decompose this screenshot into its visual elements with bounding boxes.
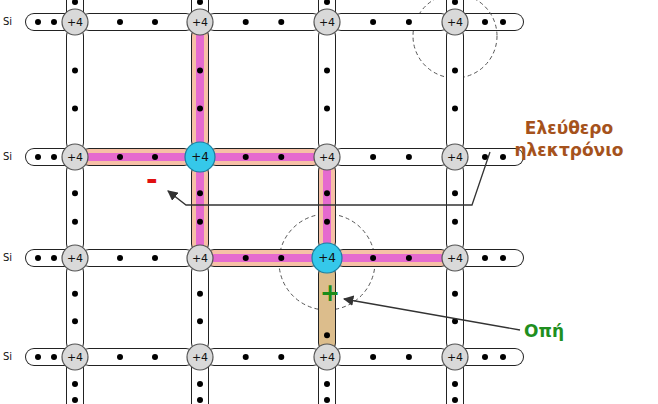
- silicon-atom: +4: [441, 244, 469, 272]
- atom-outline: [314, 9, 340, 35]
- silicon-atom: +4: [61, 8, 89, 36]
- atom-outline: [187, 9, 213, 35]
- atom-outline: [62, 245, 88, 271]
- atom-outline: [442, 9, 468, 35]
- silicon-atom: +4: [61, 143, 89, 171]
- atom-outline: [314, 344, 340, 370]
- atom-charge: +4: [67, 352, 83, 363]
- silicon-atom: +4: [61, 244, 89, 272]
- leader-arrow: [168, 152, 490, 205]
- covalent-bond: [197, 36, 203, 141]
- covalent-bond: [452, 171, 458, 244]
- atom-charge: +4: [192, 17, 208, 28]
- covalent-bond: [214, 354, 313, 360]
- atom-charge: +4: [192, 253, 208, 264]
- silicon-atom: +4: [61, 343, 89, 371]
- element-symbol: Si: [3, 251, 12, 264]
- atom-charge: +4: [319, 17, 335, 28]
- covalent-bond: [343, 255, 441, 261]
- covalent-bond: [72, 272, 78, 343]
- covalent-bond: [72, 171, 78, 244]
- atom-charge: +4: [191, 151, 209, 163]
- covalent-bond: [341, 354, 441, 360]
- silicon-atom: +4: [313, 343, 341, 371]
- atom-outline: [62, 9, 88, 35]
- covalent-bond: [341, 154, 441, 160]
- element-symbol: Si: [3, 150, 12, 163]
- covalent-bond: [324, 171, 330, 242]
- covalent-bond: [89, 255, 186, 261]
- atom-charge: +4: [447, 352, 463, 363]
- silicon-atom: +4: [186, 244, 214, 272]
- silicon-atom: +4: [313, 143, 341, 171]
- covalent-bond: [214, 255, 311, 261]
- atom-outline: [187, 344, 213, 370]
- atom-charge: +4: [67, 152, 83, 163]
- atom-outline: [442, 144, 468, 170]
- silicon-atom: +4: [184, 141, 216, 173]
- atom-charge: +4: [318, 252, 336, 264]
- covalent-bond: [452, 36, 458, 143]
- atom-charge: +4: [192, 352, 208, 363]
- covalent-bond: [197, 173, 203, 244]
- atom-outline: [314, 144, 340, 170]
- covalent-bond: [324, 36, 330, 143]
- atom-charge: +4: [447, 253, 463, 264]
- silicon-atom: +4: [186, 8, 214, 36]
- atom-charge: +4: [447, 17, 463, 28]
- element-symbol: Si: [3, 15, 12, 28]
- atom-outline: [62, 344, 88, 370]
- free-electron-label: Ελεύθερο ηλεκτρόνιο: [494, 117, 644, 161]
- atom-charge: +4: [67, 17, 83, 28]
- silicon-atom: +4: [441, 343, 469, 371]
- hole-sign: +: [320, 281, 340, 305]
- covalent-bond: [89, 154, 184, 160]
- atom-charge: +4: [319, 152, 335, 163]
- bond-electrons: [35, 0, 506, 403]
- element-symbol: Si: [3, 350, 12, 363]
- hole-label: Οπή: [524, 320, 564, 342]
- boundary-bonds: [34, 0, 515, 404]
- covalent-bond: [452, 272, 458, 343]
- atom-charge: +4: [67, 253, 83, 264]
- atom-charge: +4: [447, 152, 463, 163]
- covalent-bond: [72, 36, 78, 143]
- covalent-bond: [216, 154, 313, 160]
- atom-outline: [312, 243, 342, 273]
- silicon-atom: +4: [441, 8, 469, 36]
- silicon-atom: +4: [311, 242, 343, 274]
- silicon-atom: +4: [313, 8, 341, 36]
- silicon-atom: +4: [441, 143, 469, 171]
- atom-outline: [62, 144, 88, 170]
- covalent-bond: [197, 272, 203, 343]
- leader-arrow: [344, 299, 520, 330]
- atom-outline: [442, 344, 468, 370]
- covalent-bond: [341, 19, 441, 25]
- covalent-bond: [214, 19, 313, 25]
- electron-sign: -: [146, 166, 158, 194]
- atom-charge: +4: [319, 352, 335, 363]
- silicon-atom: +4: [186, 343, 214, 371]
- covalent-bond: [89, 19, 186, 25]
- atom-outline: [185, 142, 215, 172]
- atom-outline: [442, 245, 468, 271]
- atom-outline: [187, 245, 213, 271]
- covalent-bond: [89, 354, 186, 360]
